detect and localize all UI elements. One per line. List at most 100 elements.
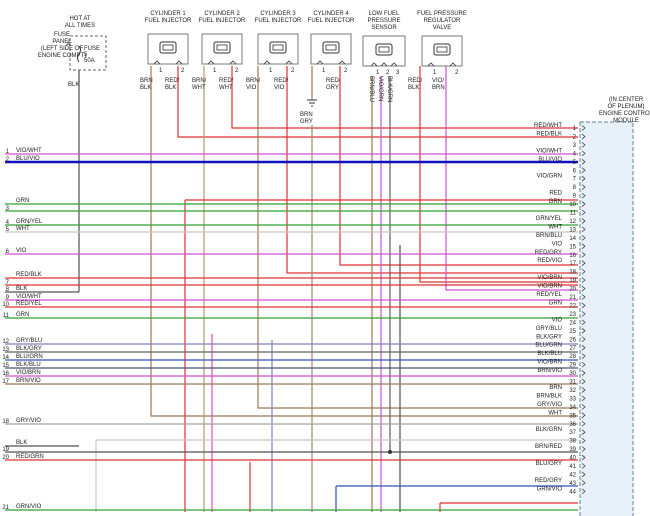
- ecm-pin-wire-label: GRN: [549, 199, 562, 205]
- ecm-pin-arrow-icon: [581, 387, 586, 393]
- fuse-panel-label: FUSE: [54, 32, 70, 38]
- left-wire-label: VIO/WHT: [16, 148, 42, 154]
- left-wire-label: RED/YEL: [16, 301, 42, 307]
- left-wire-number: 4: [6, 220, 10, 226]
- pin-number: 2: [235, 68, 239, 74]
- pin-arrow-icon: [380, 62, 388, 67]
- component-wire-label: RED/: [219, 78, 234, 84]
- component-wire-label: RED/: [326, 78, 341, 84]
- ecm-pin-arrow-icon: [581, 192, 586, 199]
- ecm-pin-number: 42: [569, 472, 576, 478]
- pin-arrow-icon: [285, 60, 293, 65]
- ecm-pin-wire-label: RED/GRY: [535, 250, 562, 256]
- fuse-panel-label: ENGINE COMPT): [38, 53, 86, 59]
- connector-pins-icon: [325, 44, 337, 51]
- ecm-pin-number: 44: [569, 489, 576, 495]
- ecm-pin-number: 43: [569, 481, 576, 487]
- ecm-pin-number: 17: [569, 261, 576, 267]
- left-wire-label: BLU/VIO: [16, 156, 40, 162]
- fuse-label: 5: [84, 52, 88, 58]
- component-box: [421, 35, 463, 67]
- component-title-line: FUEL PRESSURE: [417, 11, 467, 17]
- ecm-pin-number: 36: [569, 422, 576, 428]
- ecm-pin-number: 20: [569, 287, 576, 293]
- component-wire-label: BRN/: [192, 78, 207, 84]
- inj1-red-blk-wire: [177, 66, 578, 138]
- component-wire-label: WHT: [219, 85, 233, 91]
- ecm-box: [579, 121, 634, 516]
- ecm-pin-number: 41: [569, 464, 576, 470]
- ground-wire-label: GRY: [300, 119, 313, 125]
- pin-arrow-icon: [427, 62, 435, 67]
- ecm-pin-number: 24: [569, 320, 576, 326]
- pin-number: 1: [433, 70, 437, 76]
- ecm-label: ENGINE CONTROL: [599, 111, 650, 117]
- ecm-pin-number: 31: [569, 380, 576, 386]
- ecm-pin-number: 13: [569, 227, 576, 233]
- ecm-pin-arrow-icon: [581, 184, 586, 190]
- ecm-pin-wire-label: BLU/VIO: [538, 157, 562, 163]
- wires-layer: [5, 66, 578, 512]
- component-title-line: CYLINDER 3: [260, 11, 296, 17]
- ecm-pin-arrow-icon: [581, 480, 586, 486]
- ecm-pin-wire-label: GRN/VIO: [537, 486, 563, 492]
- ecm-pin-number: 37: [569, 430, 576, 436]
- ecm-pin-arrow-icon: [581, 446, 586, 452]
- ecm-pin-wire-label: BRN/VIO: [537, 368, 562, 374]
- component-title-line: SENSOR: [371, 25, 397, 31]
- ecm-pin-number: 14: [569, 236, 576, 242]
- ecm-pin-arrow-icon: [581, 471, 586, 478]
- ecm-pin-arrow-icon: [581, 463, 586, 469]
- ecm-pin-wire-label: RED/YEL: [536, 292, 562, 298]
- ecm-pin-arrow-icon: [581, 319, 586, 326]
- ecm-pin-number: 28: [569, 354, 576, 360]
- sensor-wire-label: VIO/GRN: [377, 76, 383, 101]
- left-wire-label: GRN: [16, 312, 29, 318]
- left-wire-number: 15: [2, 363, 9, 369]
- ecm-pin-number: 18: [569, 270, 576, 276]
- component-wire-label: BRN: [432, 85, 445, 91]
- ecm-pin-number: 27: [569, 346, 576, 352]
- ecm-pin-arrow-icon: [581, 243, 586, 250]
- ecm-pin-arrow-icon: [581, 361, 586, 368]
- left-wire-label: RED/BLK: [16, 272, 42, 278]
- ecm-pin-arrow-icon: [581, 370, 586, 376]
- connector-icon: [269, 41, 287, 54]
- ecm-pin-arrow-icon: [581, 277, 586, 283]
- ecm-pin-number: 11: [570, 211, 577, 217]
- component-title-line: REGULATOR: [424, 18, 461, 24]
- ecm-pin-number: 25: [569, 329, 576, 335]
- ecm-pin-number: 12: [569, 219, 576, 225]
- inj3-red-vio-wire: [286, 66, 578, 274]
- left-wire-label: GRN: [16, 198, 29, 204]
- left-wire-label: BLK/GRY: [16, 346, 42, 352]
- ecm-pin-number: 40: [569, 456, 576, 462]
- ecm-pin-number: 9: [573, 194, 577, 200]
- component-box: [257, 33, 299, 65]
- ecm-pin-wire-label: BLK/GRY: [536, 334, 562, 340]
- valve-red-blk-wire: [419, 66, 578, 283]
- left-wire-label: RED/GRN: [16, 454, 44, 460]
- left-wire-number: 6: [6, 249, 10, 255]
- ecm-pin-arrow-icon: [581, 395, 586, 402]
- fuse-label: 50A: [84, 58, 95, 64]
- pin-number: 1: [269, 68, 273, 74]
- pin-arrow-icon: [390, 62, 398, 67]
- component-wire-label: RED/: [274, 78, 289, 84]
- ecm-pin-wire-label: WHT: [548, 410, 562, 416]
- pin-arrow-icon: [316, 60, 324, 65]
- connector-pins-icon: [272, 44, 284, 51]
- ecm-pin-wire-label: GRY/BLU: [536, 326, 562, 332]
- ecm-pin-arrow-icon: [581, 344, 586, 351]
- ecm-pin-wire-label: VIO/GRN: [537, 174, 562, 180]
- ecm-pin-number: 34: [569, 405, 576, 411]
- left-wire-number: 10: [2, 302, 9, 308]
- inj1-brn-blk-wire: [150, 66, 578, 417]
- ecm-pin-arrow-icon: [581, 175, 586, 182]
- component-title-line: FUEL INJECTOR: [199, 18, 246, 24]
- left-wire-label: GRY/VIO: [16, 418, 41, 424]
- component-title-line: FUEL INJECTOR: [145, 18, 192, 24]
- ecm-pin-number: 3: [573, 143, 577, 149]
- ecm-pin-number: 26: [569, 337, 576, 343]
